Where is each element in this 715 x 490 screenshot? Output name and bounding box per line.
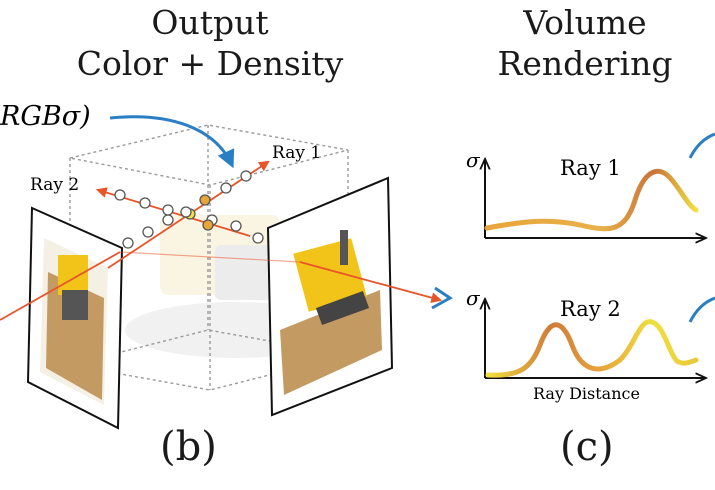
panel-c-title: Volume Rendering <box>460 2 710 84</box>
plot1-y-label: σ <box>466 148 481 172</box>
panel-c-title-line1: Volume <box>523 3 647 42</box>
sample-points <box>114 170 264 249</box>
sample-point <box>230 220 242 232</box>
plot1-title: Ray 1 <box>560 156 621 180</box>
blue-chevron <box>431 286 453 310</box>
blue-arrow-partial-bottom <box>688 296 715 323</box>
density-curve-ray-1 <box>484 168 699 232</box>
left-image-plane <box>26 206 124 430</box>
sample-point <box>114 189 126 201</box>
sample-point <box>199 194 211 206</box>
density-curve-ray-2 <box>485 319 699 378</box>
sample-point <box>180 206 192 218</box>
ray1-label: Ray 1 <box>272 143 321 163</box>
panel-c-title-line2: Rendering <box>497 44 673 83</box>
input-label: RGBσ) <box>0 101 91 132</box>
plot2-title: Ray 2 <box>560 297 621 321</box>
sample-point <box>139 197 151 209</box>
panel-b-title: Output Color + Density <box>40 2 380 84</box>
panel-b-title-line2: Color + Density <box>76 44 344 83</box>
sample-point <box>142 226 154 238</box>
blue-arrow-to-samples <box>109 115 235 169</box>
sample-point <box>122 237 134 249</box>
blue-arrow-partial-top <box>688 132 715 159</box>
panel-c-caption: (c) <box>560 424 614 470</box>
panel-b-title-line1: Output <box>151 3 269 42</box>
sample-point <box>220 182 232 194</box>
sample-point <box>252 232 264 244</box>
plot-ray-1: σ Ray 1 <box>466 148 705 238</box>
x-axis-label: Ray Distance <box>533 384 640 403</box>
sample-point <box>202 219 214 231</box>
ray2-label: Ray 2 <box>30 175 79 195</box>
right-image-plane <box>266 176 394 417</box>
panel-b-caption: (b) <box>160 424 217 470</box>
sample-point <box>162 214 174 226</box>
sample-point <box>162 204 174 216</box>
sample-point <box>240 170 252 182</box>
plot2-y-label: σ <box>466 286 481 310</box>
plot-ray-2: σ Ray 2 Ray Distance <box>466 286 705 403</box>
